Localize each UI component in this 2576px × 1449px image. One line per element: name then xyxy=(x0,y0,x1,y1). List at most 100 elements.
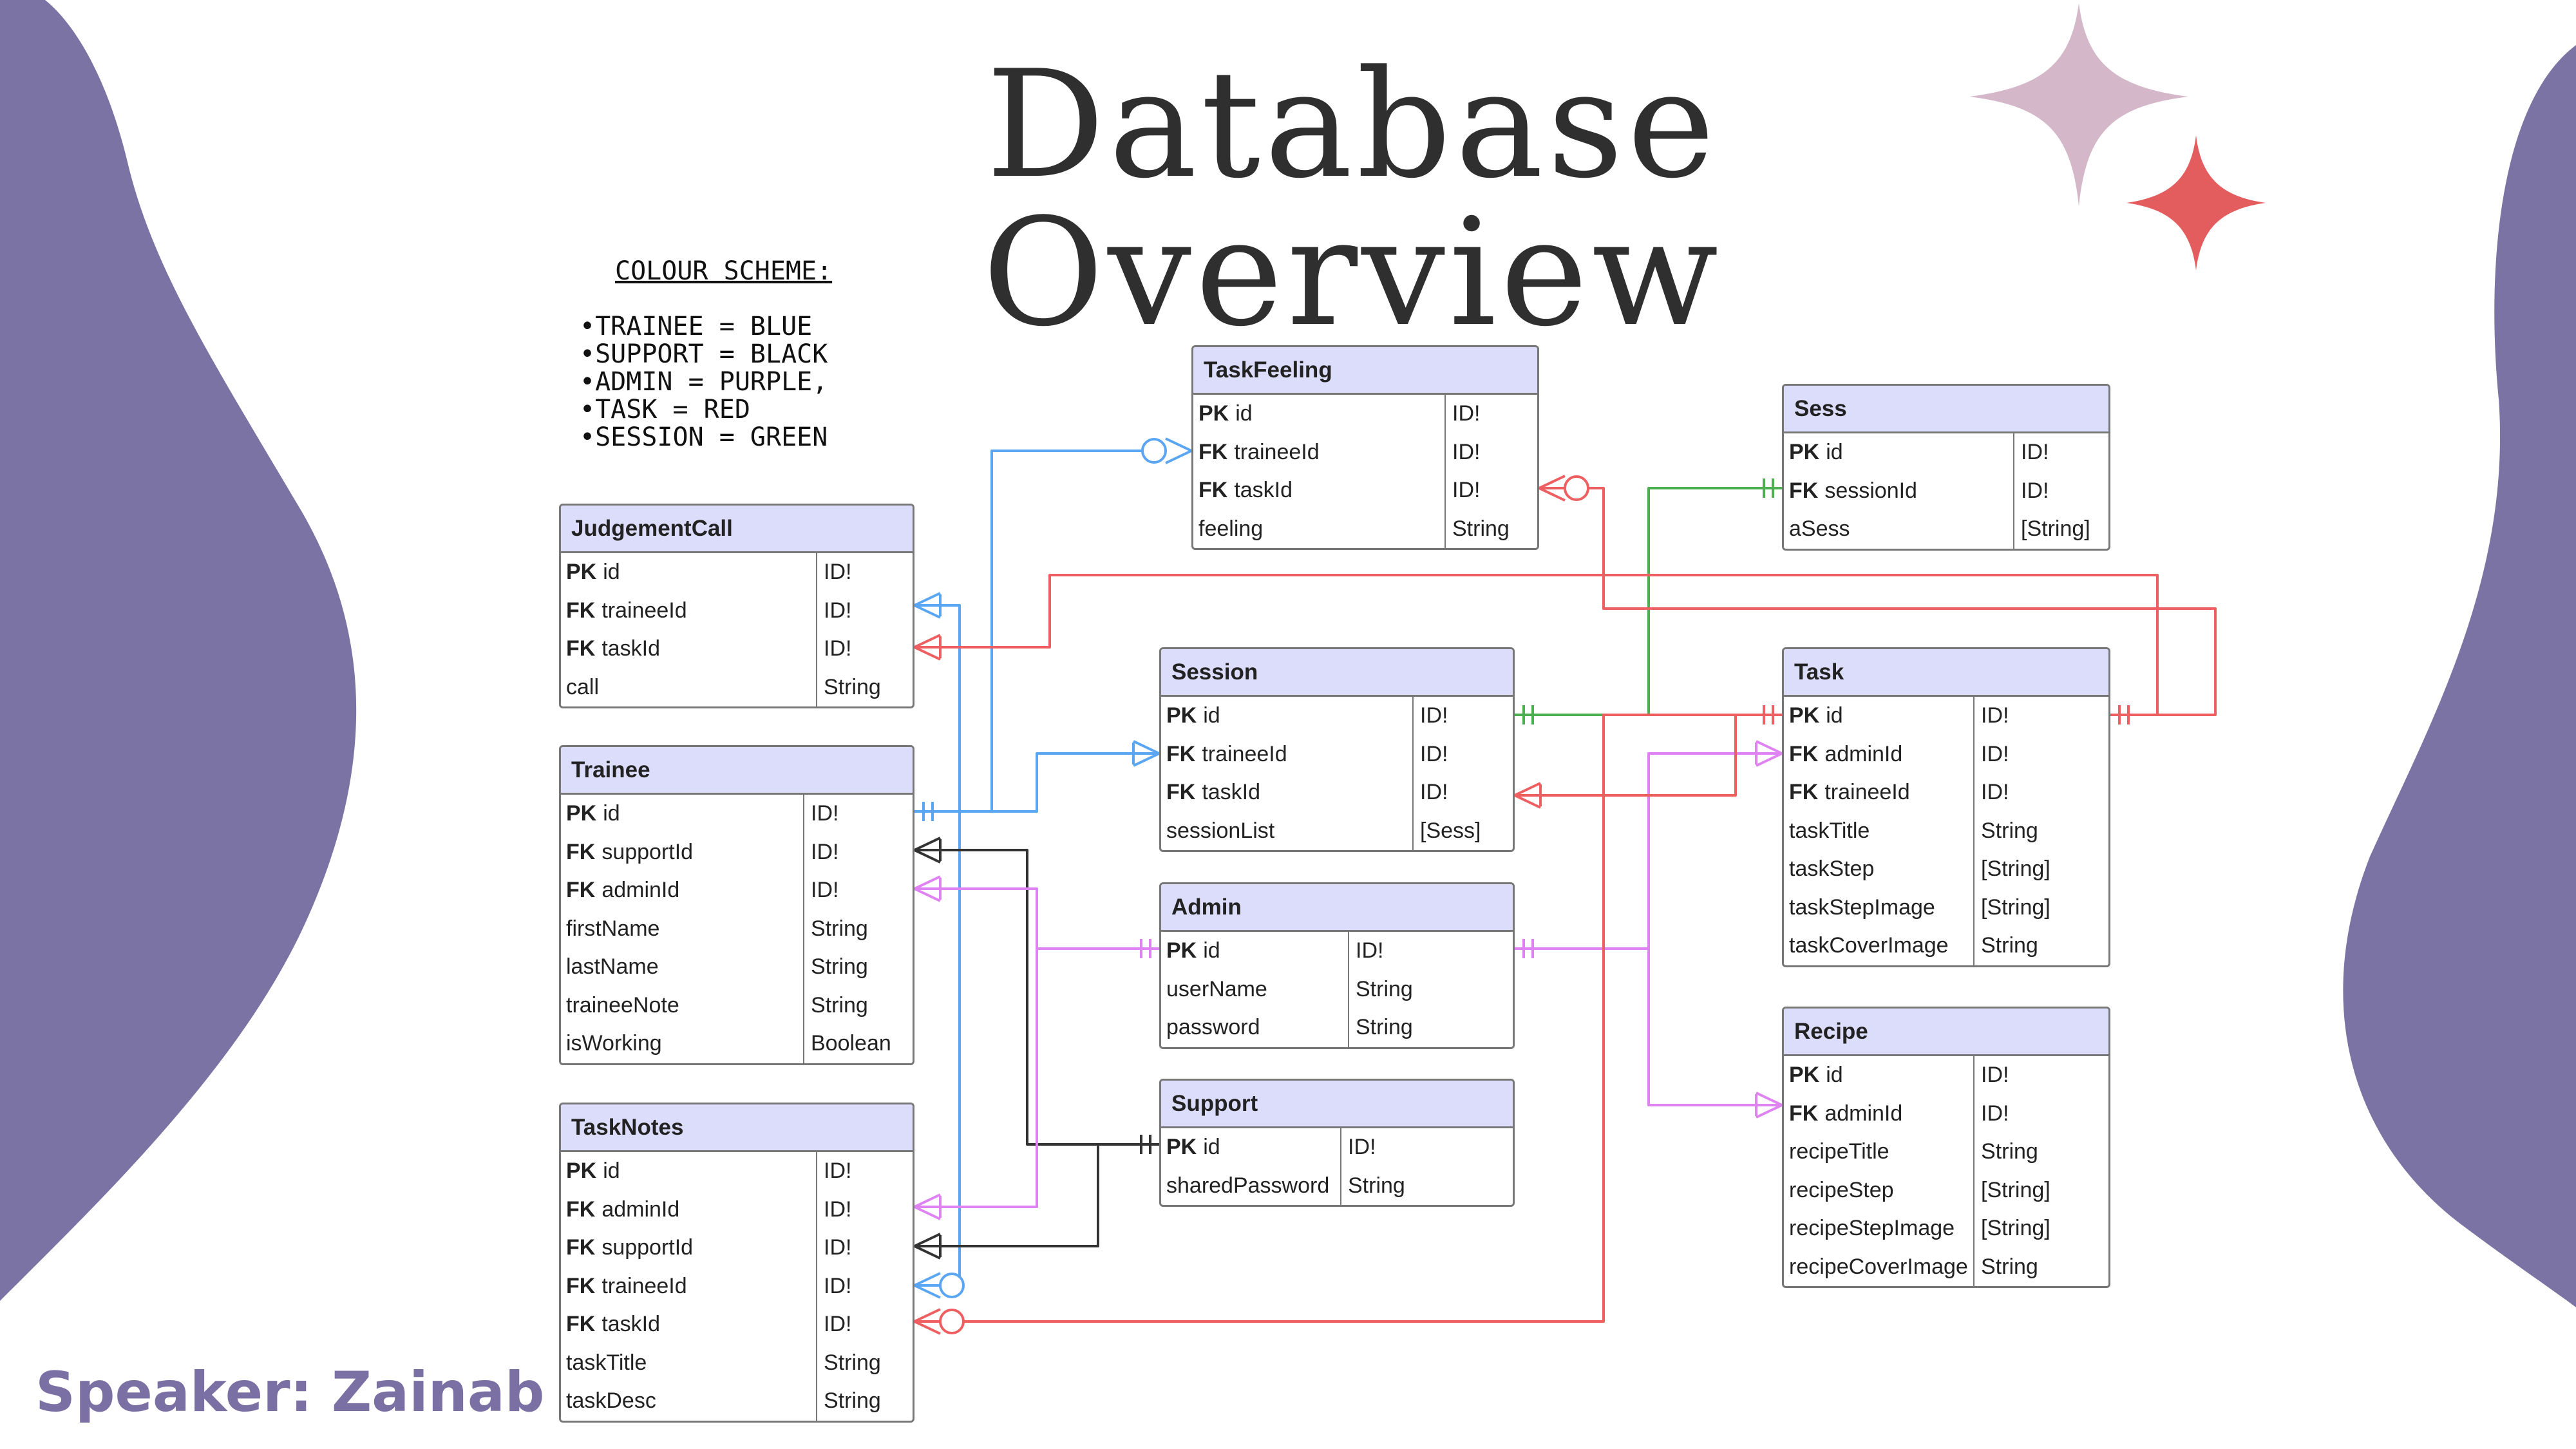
connector-session-sess xyxy=(1515,487,1782,716)
field-type: String xyxy=(1981,1254,2038,1279)
field-type: ID! xyxy=(824,1312,852,1336)
field-type: ID! xyxy=(1981,1101,2009,1126)
field-type: ID! xyxy=(824,1235,852,1260)
many-marker xyxy=(911,875,941,902)
field-type: ID! xyxy=(1420,780,1448,804)
legend-item-trainee: TRAINEE = BLUE xyxy=(580,313,832,341)
field-name: aSess xyxy=(1789,516,1850,541)
connector-support-tasknotes xyxy=(914,1144,1099,1247)
connector-task-judgementcall xyxy=(914,574,2159,715)
entity-field-row: taskStepImage[String] xyxy=(1784,888,2108,927)
field-type: ID! xyxy=(811,839,839,864)
legend-item-admin: ADMIN = PURPLE, xyxy=(580,368,832,396)
field-name: taskDesc xyxy=(566,1388,656,1413)
field-name: id xyxy=(1235,401,1253,426)
field-type: ID! xyxy=(824,1273,852,1298)
key-label: PK xyxy=(566,801,597,826)
field-name: id xyxy=(1203,1135,1220,1159)
colour-scheme-legend: COLOUR SCHEME: TRAINEE = BLUE SUPPORT = … xyxy=(580,258,832,451)
key-label: FK xyxy=(1198,439,1228,464)
field-name: recipeCoverImage xyxy=(1789,1254,1968,1279)
field-type: ID! xyxy=(1452,478,1481,502)
left-blob xyxy=(0,0,357,1301)
red-star-icon xyxy=(2126,135,2266,270)
key-label: FK xyxy=(1789,741,1819,766)
key-label: PK xyxy=(1198,401,1229,426)
many-marker xyxy=(911,1272,941,1299)
field-type: ID! xyxy=(1981,703,2009,728)
field-name: call xyxy=(566,674,600,699)
field-name: taskStepImage xyxy=(1789,895,1935,920)
key-label: PK xyxy=(1789,1063,1820,1087)
field-name: recipeTitle xyxy=(1789,1139,1889,1164)
field-type: ID! xyxy=(824,636,852,661)
entity-field-row: sessionList[Sess] xyxy=(1161,811,1513,850)
field-type: String xyxy=(824,1350,881,1375)
many-marker xyxy=(911,1308,941,1335)
field-name: isWorking xyxy=(566,1031,662,1056)
field-type: String xyxy=(1981,818,2038,843)
field-name: supportId xyxy=(601,1235,694,1260)
field-type: String xyxy=(1348,1173,1405,1198)
connector-admin-tasknotes xyxy=(914,949,1038,1208)
field-name-cell: recipeCoverImage xyxy=(1784,1247,1975,1286)
field-name-cell: taskTitle xyxy=(1784,811,1975,850)
connector-trainee-session xyxy=(914,752,1159,813)
many-marker xyxy=(911,1193,941,1220)
field-name: taskId xyxy=(601,636,661,661)
key-label: FK xyxy=(566,1235,596,1260)
key-label: FK xyxy=(1198,478,1228,502)
field-name: id xyxy=(1203,703,1220,728)
key-label: PK xyxy=(1166,703,1197,728)
field-name: id xyxy=(603,801,620,826)
field-type: ID! xyxy=(1981,741,2009,766)
key-label: PK xyxy=(1789,440,1820,464)
field-name: recipeStep xyxy=(1789,1177,1894,1202)
field-name-cell: taskDesc xyxy=(561,1382,817,1421)
field-name: taskTitle xyxy=(566,1350,647,1375)
field-type: String xyxy=(1981,933,2038,958)
many-marker xyxy=(1165,437,1195,464)
field-type: ID! xyxy=(811,801,839,826)
field-name: id xyxy=(1826,440,1843,464)
field-name: taskId xyxy=(1202,780,1261,804)
field-type: String xyxy=(824,1388,881,1413)
entity-field-row: recipeCoverImage String xyxy=(1784,1247,2108,1286)
field-name: id xyxy=(603,1159,620,1183)
key-label: FK xyxy=(566,636,596,661)
field-name: id xyxy=(1826,703,1843,728)
field-type: ID! xyxy=(1981,1063,2009,1087)
